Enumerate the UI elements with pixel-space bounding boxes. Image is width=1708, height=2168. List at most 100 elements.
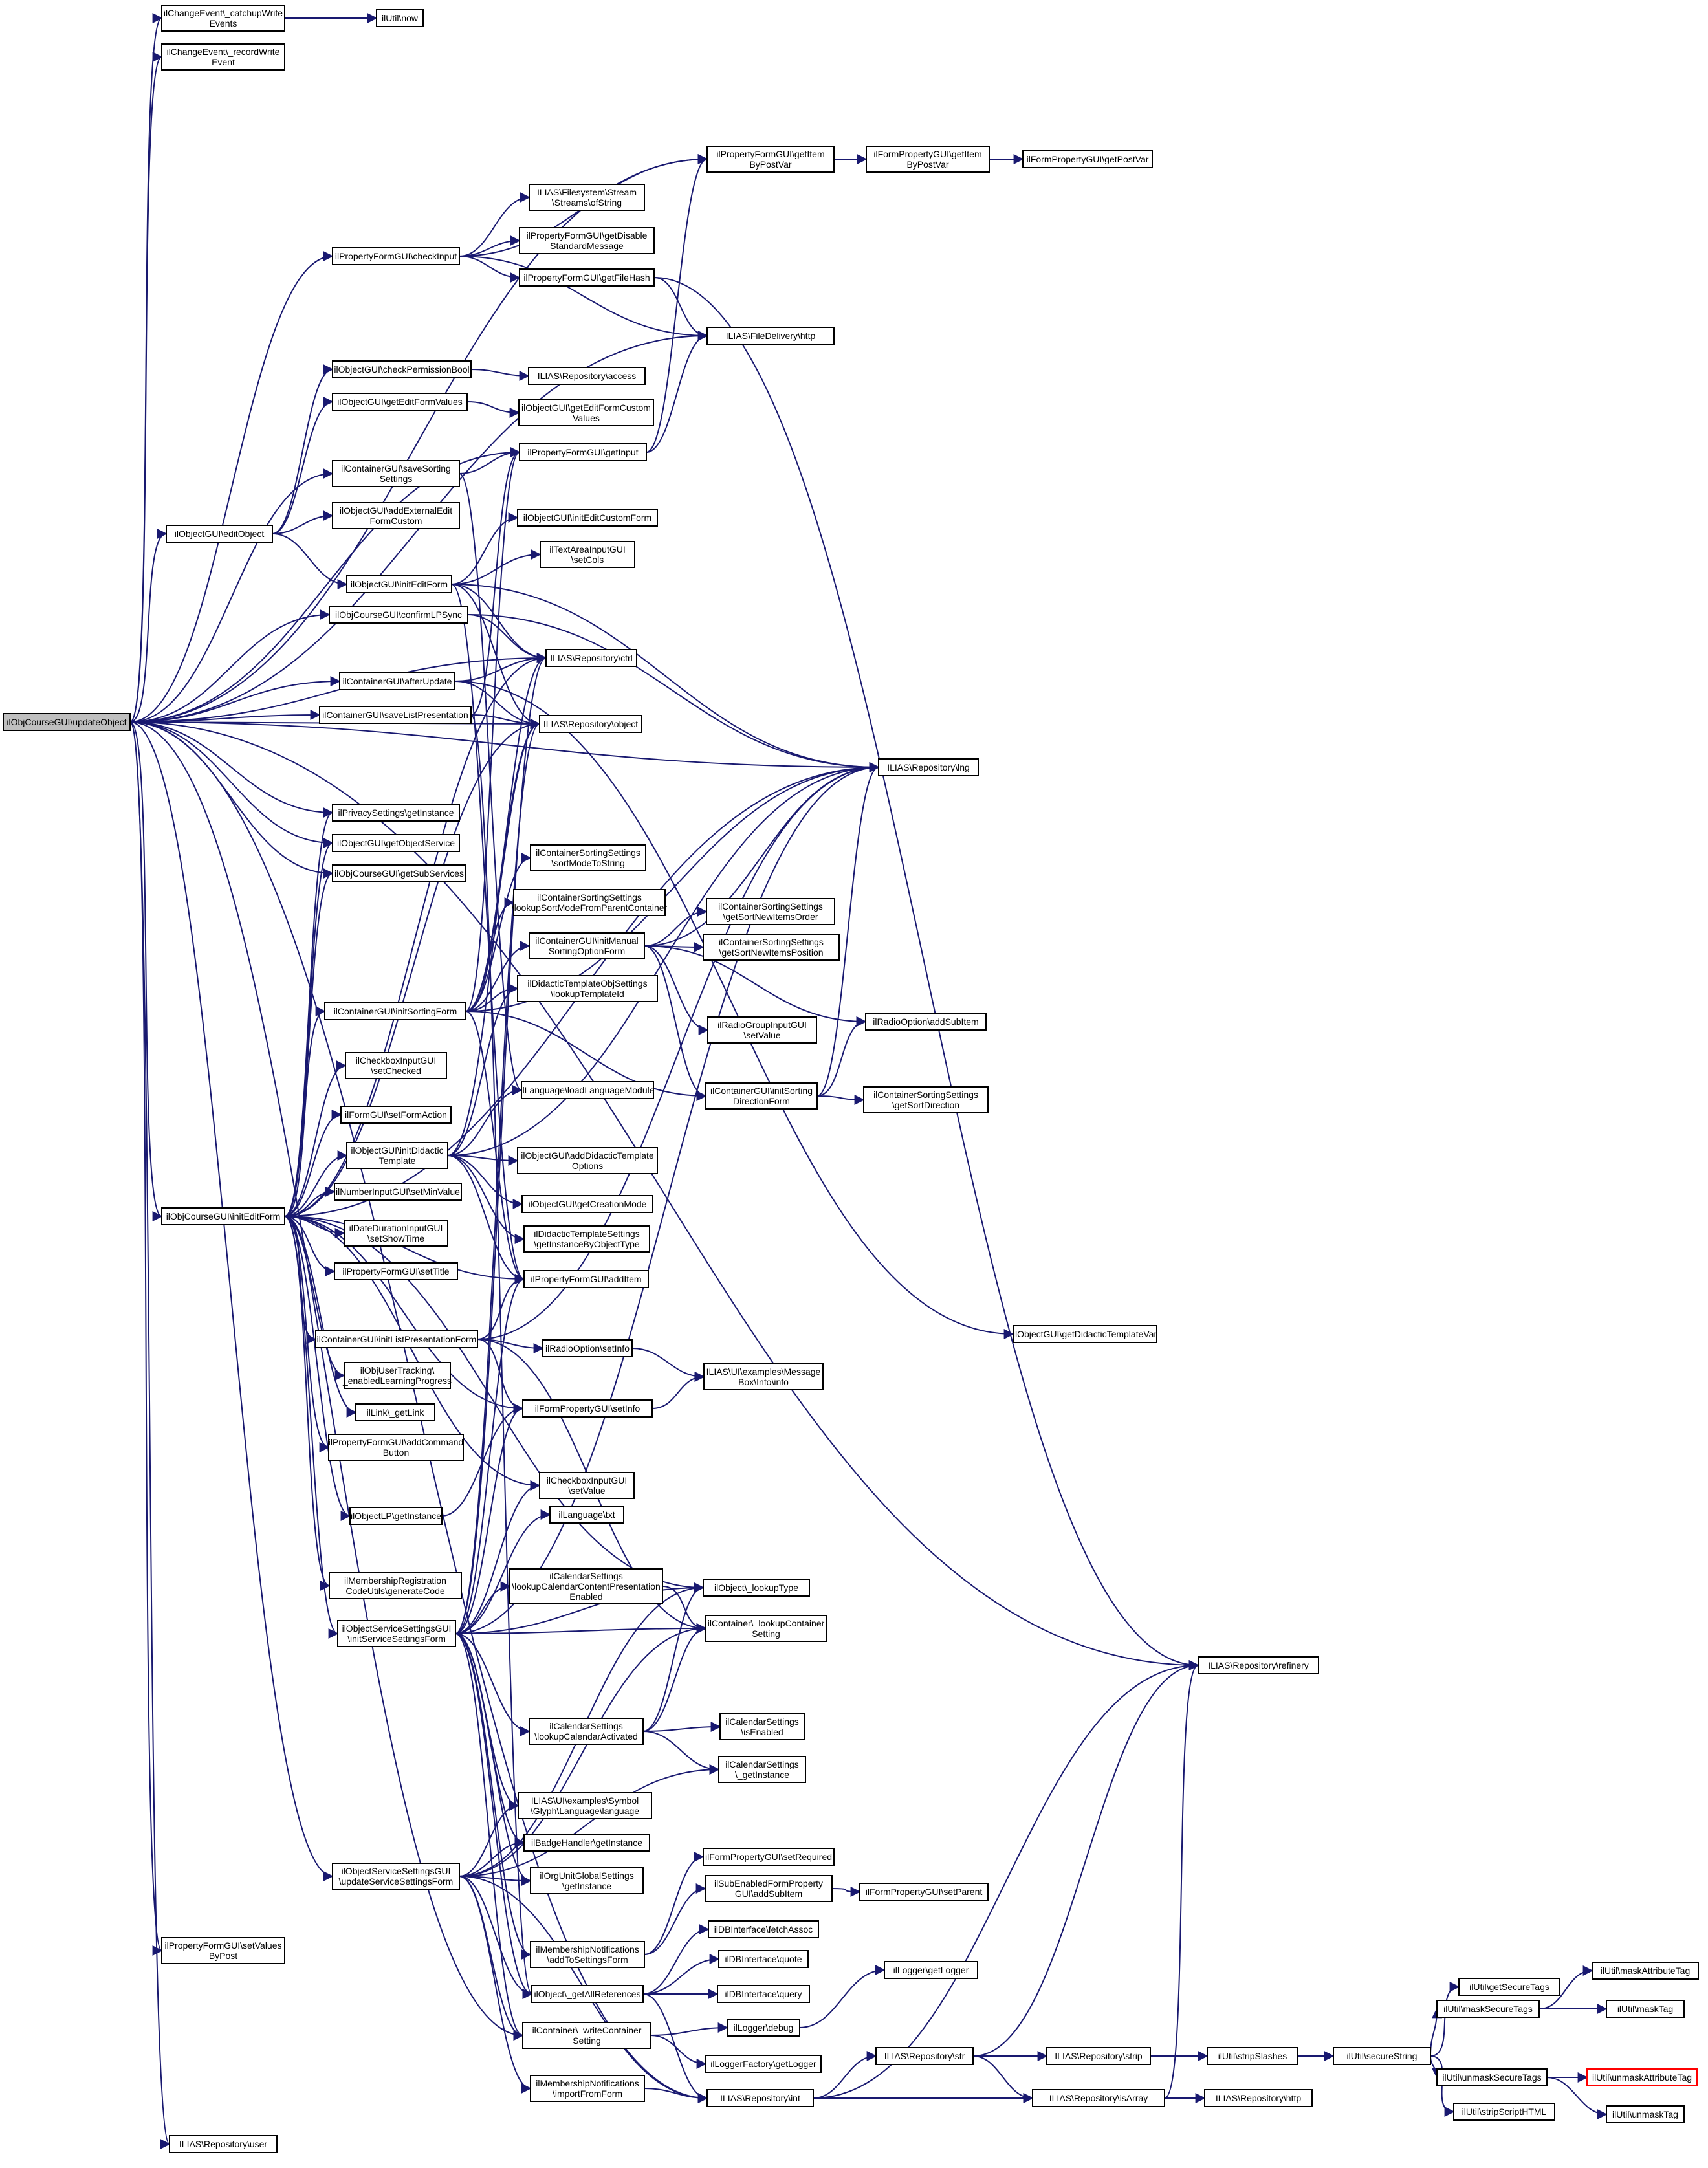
function-node[interactable]: ilRadioOption\setInfo (542, 1339, 633, 1357)
function-node[interactable]: ILIAS\Repository\http (1204, 2089, 1313, 2107)
function-node[interactable]: ilLanguage\loadLanguageModule (520, 1081, 655, 1099)
function-node[interactable]: ilContainerGUI\afterUpdate (339, 672, 455, 690)
function-node[interactable]: ilRadioOption\addSubItem (865, 1013, 987, 1031)
function-node[interactable]: ilContainerSortingSettings\getSortNewIte… (703, 934, 840, 961)
function-node[interactable]: ilTextAreaInputGUI\setCols (540, 541, 635, 568)
function-node[interactable]: ilUtil\getSecureTags (1458, 1978, 1560, 1996)
function-node[interactable]: ilObjectGUI\getObjectService (332, 834, 460, 852)
function-node[interactable]: ilRadioGroupInputGUI\setValue (707, 1016, 817, 1044)
function-node[interactable]: ilObjectGUI\initEditForm (346, 575, 452, 593)
function-node[interactable]: ilFormPropertyGUI\setRequired (703, 1848, 835, 1866)
function-node[interactable]: ilMembershipNotifications\addToSettingsF… (530, 1941, 645, 1968)
function-node[interactable]: ILIAS\UI\examples\Symbol\Glyph\Language\… (518, 1792, 652, 1819)
function-node[interactable]: ilNumberInputGUI\setMinValue (334, 1183, 462, 1201)
function-node[interactable]: ILIAS\Repository\lng (878, 758, 979, 776)
function-node[interactable]: ilUtil\now (376, 9, 424, 27)
function-node[interactable]: ILIAS\FileDelivery\http (706, 327, 835, 345)
function-node[interactable]: ILIAS\Filesystem\Stream\Streams\ofString (529, 184, 645, 211)
function-node[interactable]: ilUtil\maskSecureTags (1436, 2000, 1540, 2018)
function-node[interactable]: ilObjCourseGUI\initEditForm (161, 1207, 285, 1225)
function-node[interactable]: ilUtil\unmaskAttributeTag (1586, 2068, 1698, 2086)
function-node[interactable]: ilPropertyFormGUI\setTitle (334, 1262, 458, 1280)
function-node[interactable]: ilObjectGUI\getCreationMode (521, 1195, 653, 1213)
function-node[interactable]: ilDBInterface\fetchAssoc (708, 1920, 819, 1938)
function-node[interactable]: ilPropertyFormGUI\getFileHash (519, 268, 655, 287)
function-node[interactable]: ilContainerGUI\initSortingForm (324, 1002, 466, 1020)
function-node[interactable]: ilUtil\maskTag (1606, 2000, 1685, 2018)
root-function-node[interactable]: ilObjCourseGUI\updateObject (3, 713, 131, 731)
function-node[interactable]: ilCalendarSettings\lookupCalendarContent… (509, 1568, 663, 1604)
function-node[interactable]: ilMembershipRegistrationCodeUtils\genera… (329, 1572, 462, 1599)
function-node[interactable]: ilUtil\secureString (1333, 2047, 1431, 2065)
function-node[interactable]: ilObjectGUI\getEditFormValues (332, 393, 468, 411)
function-node[interactable]: ilPropertyFormGUI\getDisableStandardMess… (519, 227, 655, 254)
function-node[interactable]: ilPrivacySettings\getInstance (332, 804, 460, 822)
function-node[interactable]: ilCalendarSettings\isEnabled (719, 1713, 805, 1740)
function-node[interactable]: ilContainerGUI\initListPresentationForm (315, 1330, 478, 1348)
function-node[interactable]: ilObjectServiceSettingsGUI\initServiceSe… (337, 1620, 456, 1647)
function-node[interactable]: ilContainerSortingSettings\getSortNewIte… (706, 898, 835, 925)
function-node[interactable]: ILIAS\Repository\ctrl (545, 649, 637, 667)
function-node[interactable]: ilLoggerFactory\getLogger (705, 2055, 822, 2073)
function-node[interactable]: ilUtil\stripScriptHTML (1453, 2103, 1555, 2121)
function-node[interactable]: ilContainerSortingSettings\lookupSortMod… (512, 889, 668, 916)
function-node[interactable]: ilOrgUnitGlobalSettings\getInstance (530, 1867, 644, 1894)
function-node[interactable]: ILIAS\Repository\refinery (1198, 1656, 1319, 1674)
function-node[interactable]: ilObjectLP\getInstance (349, 1507, 443, 1525)
function-node[interactable]: ILIAS\Repository\int (706, 2089, 814, 2107)
function-node[interactable]: ilPropertyFormGUI\checkInput (332, 247, 460, 265)
function-node[interactable]: ILIAS\Repository\str (875, 2047, 974, 2065)
function-node[interactable]: ilDidacticTemplateSettings\getInstanceBy… (523, 1225, 650, 1253)
function-node[interactable]: ilDBInterface\query (717, 1985, 810, 2003)
function-node[interactable]: ilCalendarSettings\lookupCalendarActivat… (529, 1718, 644, 1745)
function-node[interactable]: ILIAS\Repository\isArray (1032, 2089, 1165, 2107)
function-node[interactable]: ilLogger\debug (727, 2019, 800, 2037)
function-node[interactable]: ilUtil\stripSlashes (1207, 2047, 1298, 2065)
function-node[interactable]: ilMembershipNotifications\importFromForm (530, 2075, 645, 2102)
function-node[interactable]: ilFormGUI\setFormAction (340, 1106, 452, 1124)
function-node[interactable]: ilCalendarSettings\_getInstance (718, 1756, 806, 1783)
function-node[interactable]: ilContainerGUI\initManualSortingOptionFo… (529, 932, 645, 959)
function-node[interactable]: ilBadgeHandler\getInstance (523, 1834, 650, 1852)
function-node[interactable]: ilObject\_lookupType (703, 1579, 810, 1597)
function-node[interactable]: ilObjectServiceSettingsGUI\updateService… (332, 1863, 460, 1890)
function-node[interactable]: ilObjectGUI\checkPermissionBool (332, 360, 472, 378)
function-node[interactable]: ilObjCourseGUI\confirmLPSync (329, 606, 468, 624)
function-node[interactable]: ilDidacticTemplateObjSettings\lookupTemp… (517, 975, 658, 1002)
function-node[interactable]: ILIAS\Repository\strip (1046, 2047, 1151, 2065)
function-node[interactable]: ilPropertyFormGUI\addItem (523, 1270, 649, 1288)
function-node[interactable]: ILIAS\Repository\access (528, 367, 646, 385)
function-node[interactable]: ilObjCourseGUI\getSubServices (332, 864, 466, 882)
function-node[interactable]: ilUtil\unmaskSecureTags (1436, 2068, 1548, 2086)
function-node[interactable]: ilLanguage\txt (549, 1506, 624, 1524)
function-node[interactable]: ilObjectGUI\initEditCustomForm (517, 509, 658, 527)
function-node[interactable]: ilLogger\getLogger (884, 1961, 978, 1979)
function-node[interactable]: ILIAS\Repository\user (169, 2135, 278, 2153)
function-node[interactable]: ilFormPropertyGUI\setParent (859, 1883, 989, 1901)
function-node[interactable]: ilFormPropertyGUI\setInfo (522, 1399, 653, 1418)
function-node[interactable]: ilContainerGUI\saveListPresentation (319, 706, 472, 724)
function-node[interactable]: ilCheckboxInputGUI\setValue (539, 1472, 635, 1499)
function-node[interactable]: ilDBInterface\quote (718, 1950, 809, 1968)
function-node[interactable]: ilContainerSortingSettings\getSortDirect… (863, 1086, 989, 1113)
function-node[interactable]: ilCheckboxInputGUI\setChecked (345, 1052, 447, 1079)
function-node[interactable]: ilObject\_getAllReferences (531, 1985, 644, 2003)
function-node[interactable]: ilObjectGUI\editObject (166, 525, 273, 543)
function-node[interactable]: ilUtil\maskAttributeTag (1592, 1962, 1699, 1980)
function-node[interactable]: ilUtil\unmaskTag (1606, 2105, 1685, 2123)
function-node[interactable]: ilObjUserTracking\_enabledLearningProgre… (342, 1362, 452, 1389)
